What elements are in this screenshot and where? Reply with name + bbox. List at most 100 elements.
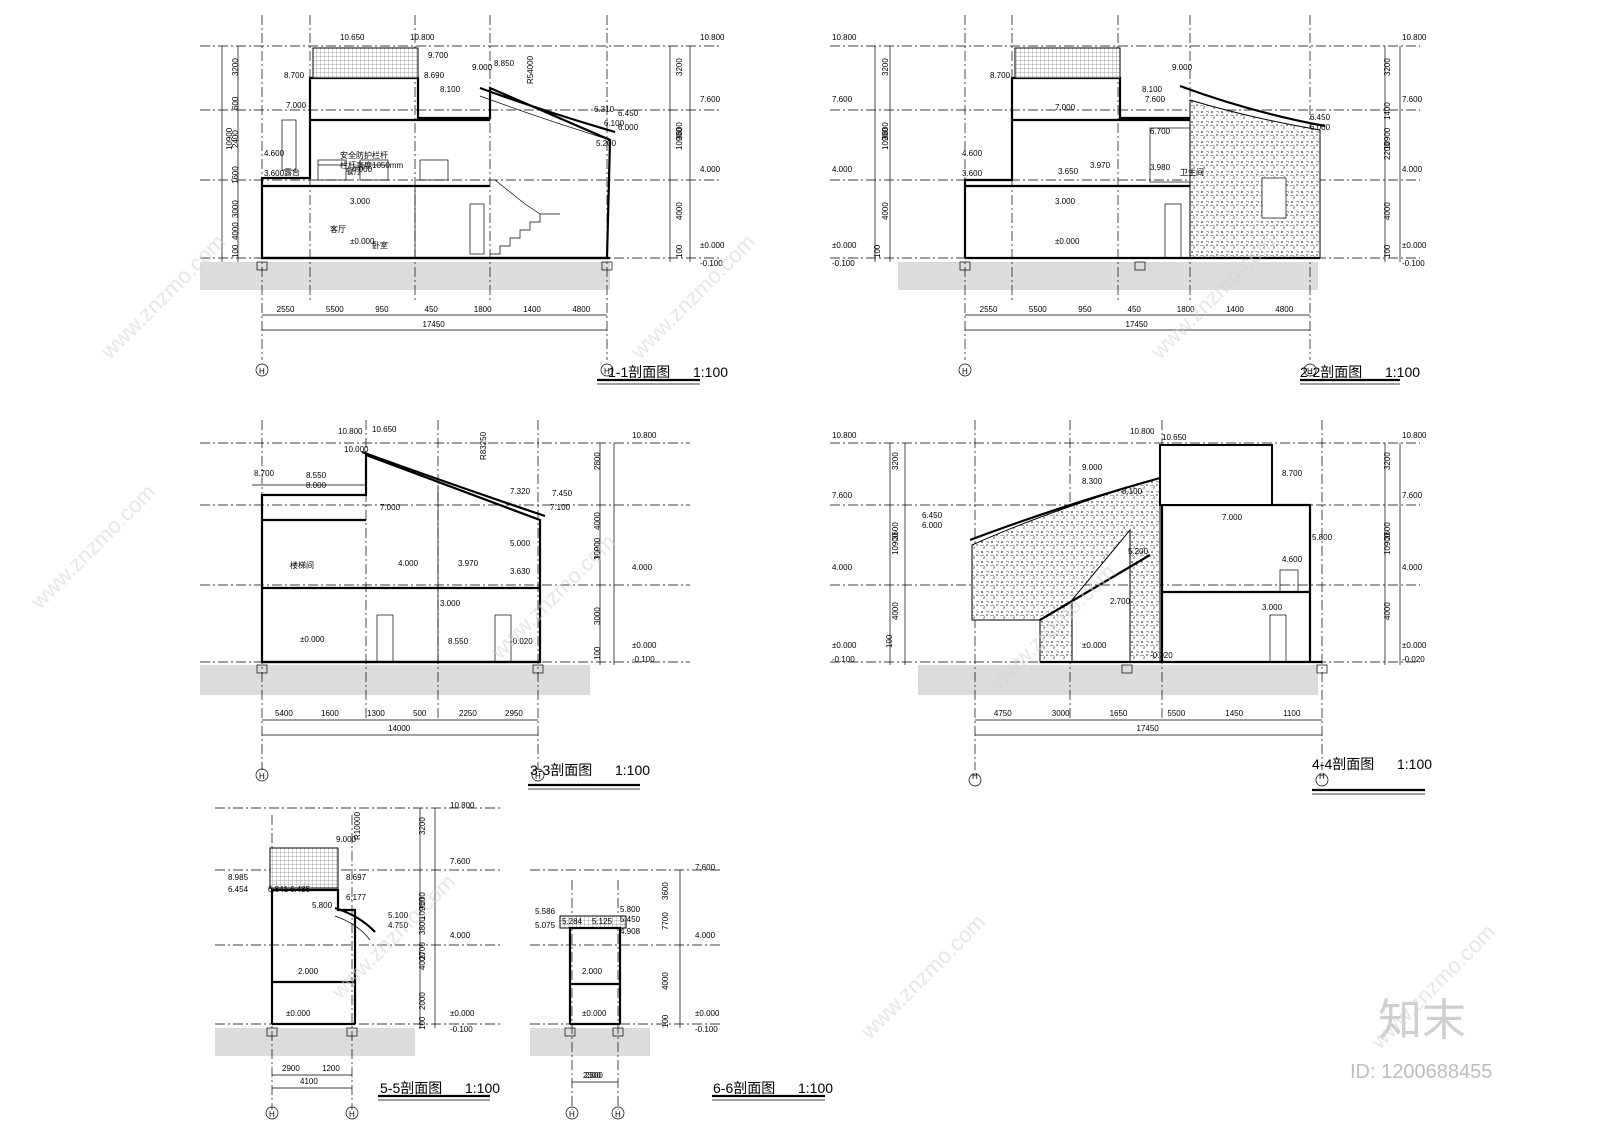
level-mark: 4.600 — [264, 149, 285, 158]
vertical-dimension: 7700 — [661, 912, 670, 930]
level-mark: 9.700 — [428, 51, 449, 60]
vertical-dimension: 4000 — [675, 202, 684, 220]
vertical-dimension: 3600 — [675, 122, 684, 140]
level-mark: 6.310 — [594, 105, 615, 114]
watermark-text: www.znzmo.com — [25, 479, 160, 614]
level-mark: 8.300 — [1082, 477, 1103, 486]
level-mark: 4.000 — [450, 931, 471, 940]
span-dimension: 450 — [1128, 305, 1142, 314]
vertical-dimension: 10900 — [418, 897, 427, 920]
level-mark: 4.000 — [695, 931, 716, 940]
level-mark: -0.100 — [695, 1025, 718, 1034]
level-mark: 4.750 — [388, 921, 409, 930]
section-4-4 — [830, 420, 1425, 795]
span-dimension: 2300 — [585, 1071, 603, 1080]
total-dimension: 17450 — [423, 320, 446, 329]
total-dimension: 4100 — [300, 1077, 318, 1086]
level-mark: 10.800 — [1402, 431, 1427, 440]
level-mark: 2.000 — [582, 967, 603, 976]
level-mark: 8.100 — [440, 85, 461, 94]
vertical-dimension: 1600 — [231, 166, 240, 184]
level-mark: ±0.000 — [1402, 241, 1427, 250]
span-dimension: 4800 — [572, 305, 590, 314]
section-scale: 1:100 — [693, 364, 728, 380]
level-mark: 4.600 — [962, 149, 983, 158]
level-mark: 6.450 — [618, 109, 639, 118]
span-dimension: 950 — [375, 305, 389, 314]
span-dimension: 4750 — [994, 709, 1012, 718]
vertical-dimension: 2200 — [1383, 142, 1392, 160]
level-mark: 8.700 — [254, 469, 275, 478]
level-mark: ±0.000 — [1402, 641, 1427, 650]
level-mark: ±0.000 — [582, 1009, 607, 1018]
span-dimension: 1800 — [474, 305, 492, 314]
level-mark: 5.284 — [562, 917, 583, 926]
vertical-dimension: 3000 — [231, 200, 240, 218]
level-mark: 7.600 — [450, 857, 471, 866]
section-6-6 — [530, 869, 825, 1120]
level-mark: 3.630 — [510, 567, 531, 576]
level-mark: 8.700 — [1282, 469, 1303, 478]
level-mark: ±0.000 — [1082, 641, 1107, 650]
section-scale: 1:100 — [1397, 756, 1432, 772]
radius-annotation: R10000 — [353, 811, 362, 840]
level-mark: 5.200 — [1128, 547, 1149, 556]
level-mark: 8.697 — [346, 873, 367, 882]
vertical-dimension: 10900 — [593, 537, 602, 560]
level-mark: 9.000 — [336, 835, 357, 844]
span-dimension: 1200 — [322, 1064, 340, 1073]
grid-axis-label: H — [535, 772, 541, 781]
level-mark: 8.550 — [306, 471, 327, 480]
grid-axis-label: H — [962, 367, 968, 376]
section-title: 1-1剖面图 — [608, 364, 670, 380]
vertical-dimension: 2800 — [593, 452, 602, 470]
room-label: 客厅 — [330, 224, 346, 234]
span-dimension: 2250 — [459, 709, 477, 718]
level-mark: 7.320 — [510, 487, 531, 496]
level-mark: 8.550 — [448, 637, 469, 646]
level-mark: 7.450 — [552, 489, 573, 498]
vertical-dimension: 100 — [873, 244, 882, 258]
section-1-1 — [200, 15, 720, 385]
vertical-dimension: 10900 — [1383, 532, 1392, 555]
level-mark: 5.800 — [1312, 533, 1333, 542]
vertical-dimension: 4000 — [418, 952, 427, 970]
level-mark: 6.485 — [290, 885, 311, 894]
level-mark: 7.600 — [700, 95, 721, 104]
level-mark: 10.650 — [340, 33, 365, 42]
grid-axis-label: H — [1319, 772, 1325, 781]
level-mark: 10.800 — [832, 431, 857, 440]
section-title: 2-2剖面图 — [1300, 364, 1362, 380]
level-mark: 5.000 — [510, 539, 531, 548]
level-mark: 5.100 — [388, 911, 409, 920]
vertical-dimension: 3600 — [881, 122, 890, 140]
level-mark: -0.020 — [1150, 651, 1173, 660]
vertical-dimension: 3800 — [418, 917, 427, 935]
vertical-dimension: 3200 — [1383, 452, 1392, 470]
level-mark: 7.000 — [380, 503, 401, 512]
level-mark: 4.000 — [832, 563, 853, 572]
level-mark: 6.841 — [268, 885, 289, 894]
vertical-dimension: 4000 — [881, 202, 890, 220]
span-dimension: 950 — [1078, 305, 1092, 314]
level-mark: 5.800 — [620, 905, 641, 914]
level-mark: 8.000 — [306, 481, 327, 490]
room-label: 楼梯间 — [290, 560, 314, 570]
level-mark: 4.000 — [1402, 563, 1423, 572]
span-dimension: 1400 — [1226, 305, 1244, 314]
vertical-dimension: 3200 — [418, 817, 427, 835]
level-mark: -0.100 — [832, 655, 855, 664]
level-mark: 4.000 — [398, 559, 419, 568]
level-mark: 7.600 — [695, 863, 716, 872]
section-scale: 1:100 — [615, 762, 650, 778]
room-label: 卧室 — [372, 240, 388, 250]
level-mark: -0.100 — [700, 259, 723, 268]
level-mark: 10.800 — [450, 801, 475, 810]
vertical-dimension: 3000 — [593, 542, 602, 560]
level-mark: ±0.000 — [300, 635, 325, 644]
level-mark: 7.600 — [832, 491, 853, 500]
level-mark: 8.850 — [494, 59, 515, 68]
span-dimension: 2900 — [282, 1064, 300, 1073]
grid-axis-label: H — [615, 1110, 621, 1119]
